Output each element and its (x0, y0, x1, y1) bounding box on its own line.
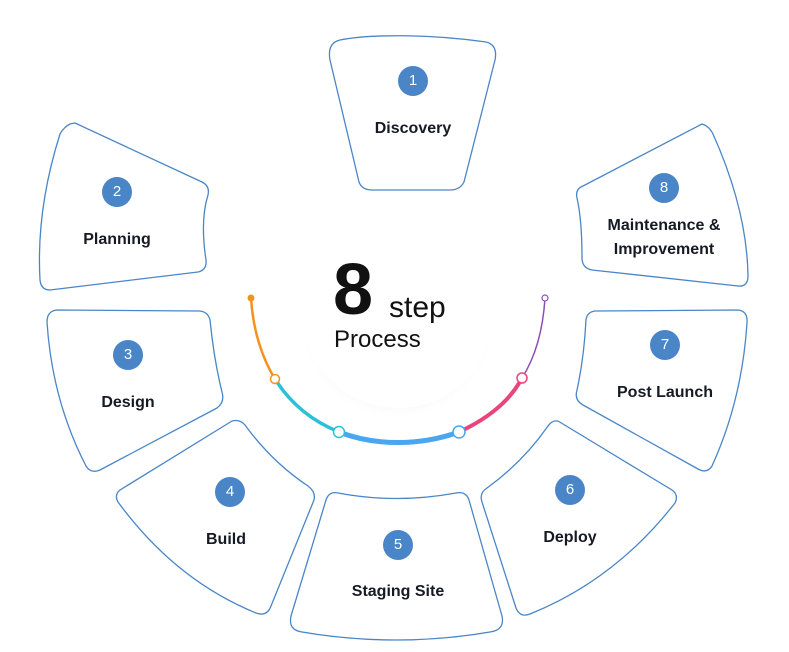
step-card-1[interactable] (328, 35, 497, 191)
arc-node-5 (516, 372, 528, 384)
center-number: 8 (333, 250, 374, 330)
step-card-3[interactable] (46, 309, 224, 472)
step-6-number-badge: 6 (555, 475, 585, 505)
arc-segment-cyan (273, 377, 341, 434)
arc-node-2 (269, 373, 281, 385)
step-8-label: Maintenance & Improvement (607, 217, 721, 258)
step-card-5[interactable] (289, 492, 504, 641)
step-card-7[interactable] (575, 309, 748, 472)
step-card-6[interactable] (480, 420, 678, 616)
step-6-label: Deploy (543, 529, 597, 546)
arc-segment-pink (457, 376, 524, 434)
step-card-4[interactable] (115, 419, 316, 615)
step-4-number-badge: 4 (215, 477, 245, 507)
arc-node-end (541, 294, 549, 302)
center-subtitle: Process (334, 326, 421, 353)
arc-segment-blue (336, 429, 462, 445)
step-5-number-badge: 5 (383, 530, 413, 560)
arc-segment-orange (249, 296, 277, 381)
center-step-word: step (389, 291, 446, 324)
step-card-8[interactable] (575, 123, 749, 287)
step-3-number-badge: 3 (113, 340, 143, 370)
step-2-label: Planning (83, 231, 151, 248)
arc-node-3 (332, 425, 346, 439)
step-4-label: Build (206, 531, 246, 548)
step-2-number-badge: 2 (102, 177, 132, 207)
arc-node-start (247, 294, 255, 302)
center-disc (302, 216, 494, 408)
step-card-2[interactable] (38, 122, 210, 291)
step-7-number-badge: 7 (650, 330, 680, 360)
arc-node-4 (452, 425, 466, 439)
step-8-number-badge: 8 (649, 173, 679, 203)
step-1-number-badge: 1 (398, 66, 428, 96)
step-7-label: Post Launch (616, 384, 714, 401)
step-3-label: Design (101, 394, 155, 411)
arc-segment-purple (521, 297, 546, 379)
step-1-label: Discovery (374, 120, 452, 137)
step-5-label: Staging Site (351, 583, 445, 600)
